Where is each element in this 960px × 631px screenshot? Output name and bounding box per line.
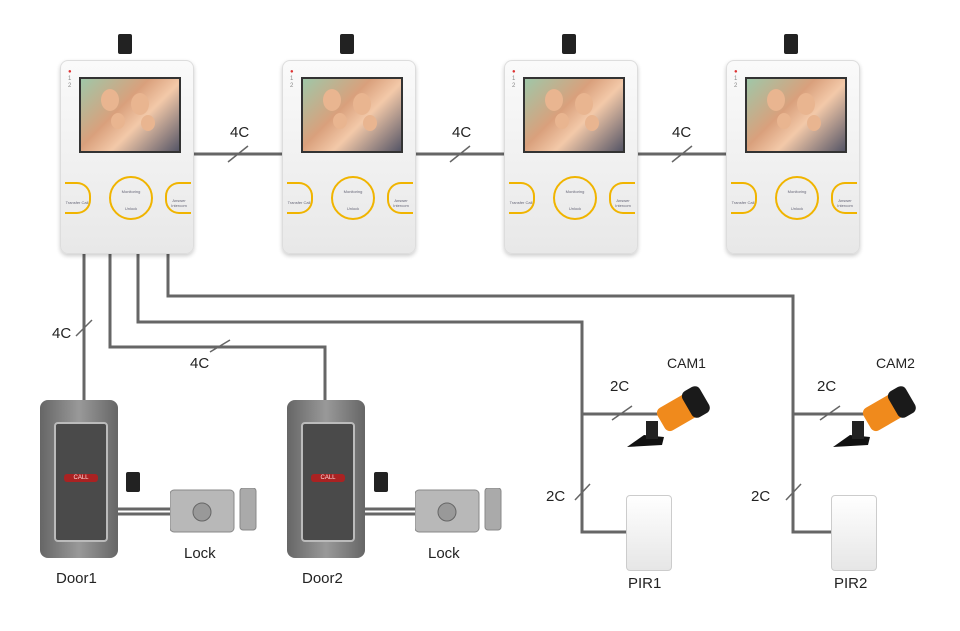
door2-label: Door2 bbox=[302, 570, 343, 587]
answer-intercom-button[interactable]: Answer Intercom bbox=[165, 182, 191, 214]
call-button: CALL bbox=[64, 474, 98, 482]
wire-label-m2-m3: 4C bbox=[452, 124, 472, 141]
unlock-button[interactable]: Unlock bbox=[568, 206, 582, 211]
wire-label-door1: 4C bbox=[52, 325, 72, 342]
wire-label-pir2: 2C bbox=[751, 488, 771, 505]
call-button: CALL bbox=[311, 474, 345, 482]
power-adapter-icon bbox=[118, 34, 132, 54]
wire-label-cam1: 2C bbox=[610, 378, 630, 395]
wire-label-pir1: 2C bbox=[546, 488, 566, 505]
door-station-2: CALL bbox=[287, 400, 365, 558]
power-adapter-icon bbox=[126, 472, 140, 492]
status-icon: ● bbox=[512, 69, 516, 75]
power-adapter-icon bbox=[562, 34, 576, 54]
wire-door2 bbox=[108, 252, 327, 400]
pir-sensor-1 bbox=[626, 495, 672, 571]
power-adapter-icon bbox=[340, 34, 354, 54]
power-adapter-icon bbox=[784, 34, 798, 54]
unlock-button[interactable]: Unlock bbox=[346, 206, 360, 211]
monitoring-button[interactable]: Monitoring bbox=[343, 189, 363, 194]
monitor-screen bbox=[301, 77, 403, 153]
status-icon: ● bbox=[68, 69, 72, 75]
answer-intercom-button[interactable]: Answer Intercom bbox=[609, 182, 635, 214]
monitoring-button[interactable]: Monitoring bbox=[565, 189, 585, 194]
transfer-call-button[interactable]: Transfer Call bbox=[731, 182, 757, 214]
pir-sensor-2 bbox=[831, 495, 877, 571]
pir1-label: PIR1 bbox=[628, 575, 662, 592]
monitoring-button[interactable]: Monitoring bbox=[787, 189, 807, 194]
transfer-call-button[interactable]: Transfer Call bbox=[287, 182, 313, 214]
transfer-call-button[interactable]: Transfer Call bbox=[509, 182, 535, 214]
cam2-label: CAM2 bbox=[876, 355, 915, 371]
pir2-label: PIR2 bbox=[834, 575, 868, 592]
wire-label-cam2: 2C bbox=[817, 378, 837, 395]
door1-label: Door1 bbox=[56, 570, 97, 587]
cam1-label: CAM1 bbox=[667, 355, 706, 371]
camera-1 bbox=[627, 386, 710, 447]
unlock-button[interactable]: Unlock bbox=[124, 206, 138, 211]
lock1-label: Lock bbox=[184, 545, 216, 562]
door2-lock-wire bbox=[365, 507, 420, 516]
wire-label-m3-m4: 4C bbox=[672, 124, 692, 141]
unlock-button[interactable]: Unlock bbox=[790, 206, 804, 211]
transfer-call-button[interactable]: Transfer Call bbox=[65, 182, 91, 214]
lock2-label: Lock bbox=[428, 545, 460, 562]
monitoring-button[interactable]: Monitoring bbox=[121, 189, 141, 194]
camera-2 bbox=[833, 386, 916, 447]
wire-label-door2: 4C bbox=[190, 355, 210, 372]
answer-intercom-button[interactable]: Answer Intercom bbox=[831, 182, 857, 214]
monitor-screen bbox=[79, 77, 181, 153]
wire-label-m1-m2: 4C bbox=[230, 124, 250, 141]
answer-intercom-button[interactable]: Answer Intercom bbox=[387, 182, 413, 214]
electric-lock-2 bbox=[415, 488, 502, 533]
monitor-screen bbox=[523, 77, 625, 153]
electric-lock-1 bbox=[170, 488, 257, 533]
status-icon: ● bbox=[734, 69, 738, 75]
door1-lock-wire bbox=[118, 507, 175, 516]
status-icon: ● bbox=[290, 69, 294, 75]
power-adapter-icon bbox=[374, 472, 388, 492]
monitor-screen bbox=[745, 77, 847, 153]
door-station-1: CALL bbox=[40, 400, 118, 558]
